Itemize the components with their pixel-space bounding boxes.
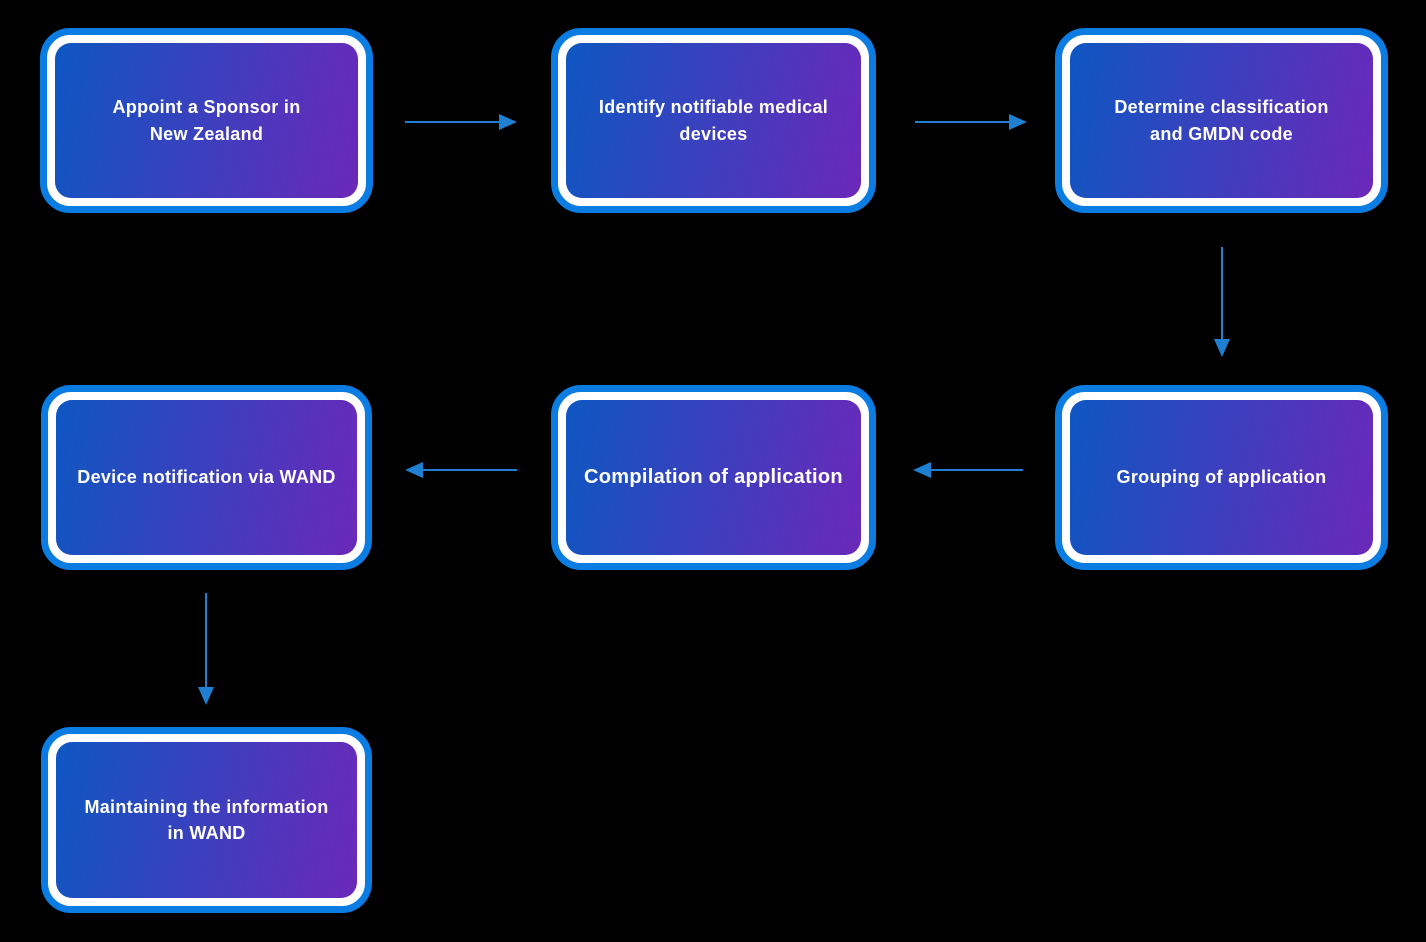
arrow-determine-to-grouping (1214, 247, 1230, 357)
node-body: Identify notifiable medical devices (566, 43, 861, 198)
node-label: Grouping of application (1116, 467, 1327, 488)
arrowhead-down-icon (1214, 339, 1230, 357)
arrow-line (405, 121, 499, 123)
arrow-line (915, 121, 1009, 123)
arrow-line (205, 593, 207, 687)
node-grouping-application: Grouping of application (1055, 385, 1388, 570)
node-label: Identify notifiable medical devices (598, 97, 829, 144)
arrowhead-right-icon (499, 114, 517, 130)
node-identify-devices: Identify notifiable medical devices (551, 28, 876, 213)
arrow-line (1221, 247, 1223, 339)
node-label: Compilation of application (584, 466, 843, 488)
node-label: Appoint a Sponsor in New Zealand (112, 97, 301, 144)
arrow-compilation-to-notification (405, 462, 517, 478)
node-label: Device notification via WAND (77, 467, 336, 488)
arrowhead-left-icon (405, 462, 423, 478)
arrowhead-down-icon (198, 687, 214, 705)
node-body: Appoint a Sponsor in New Zealand (55, 43, 358, 198)
arrowhead-left-icon (913, 462, 931, 478)
node-body: Compilation of application (566, 400, 861, 555)
arrow-identify-to-determine (915, 114, 1027, 130)
node-maintaining-information: Maintaining the information in WAND (41, 727, 372, 913)
node-determine-classification: Determine classification and GMDN code (1055, 28, 1388, 213)
arrow-line (931, 469, 1023, 471)
node-body: Maintaining the information in WAND (56, 742, 357, 898)
node-device-notification: Device notification via WAND (41, 385, 372, 570)
node-compilation-application: Compilation of application (551, 385, 876, 570)
node-label: Maintaining the information in WAND (84, 796, 329, 843)
arrow-appoint-to-identify (405, 114, 517, 130)
arrow-line (423, 469, 517, 471)
node-appoint-sponsor: Appoint a Sponsor in New Zealand (40, 28, 373, 213)
arrow-notification-to-maintaining (198, 593, 214, 705)
arrowhead-right-icon (1009, 114, 1027, 130)
node-label: Determine classification and GMDN code (1114, 97, 1329, 144)
node-body: Grouping of application (1070, 400, 1373, 555)
arrow-grouping-to-compilation (913, 462, 1023, 478)
node-body: Device notification via WAND (56, 400, 357, 555)
node-body: Determine classification and GMDN code (1070, 43, 1373, 198)
